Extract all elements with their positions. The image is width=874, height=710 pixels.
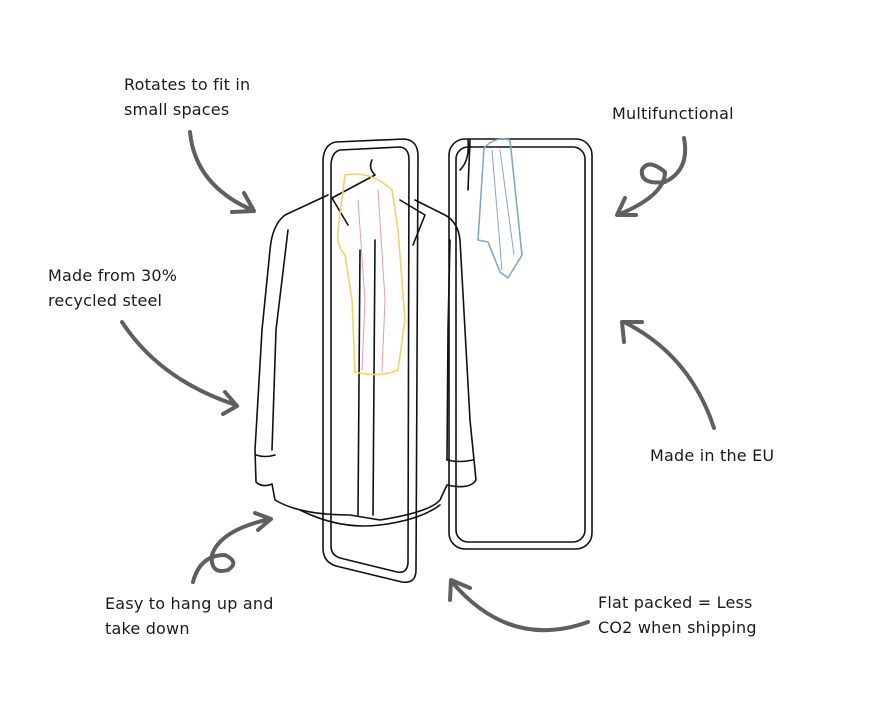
annotation-line: CO2 when shipping xyxy=(598,618,757,637)
annotation-line: take down xyxy=(105,619,190,638)
annotation-line: small spaces xyxy=(124,100,230,119)
shirt xyxy=(254,159,477,527)
arrow-easy-hang xyxy=(191,511,273,584)
right-rack-frame xyxy=(448,138,593,550)
arrow-rotates xyxy=(188,130,256,214)
annotation-line: Made from 30% xyxy=(48,266,178,285)
annotation-rotates: Rotates to fit in small spaces xyxy=(124,72,250,122)
annotation-line: Made in the EU xyxy=(650,446,775,465)
arrow-multifunctional xyxy=(615,136,688,217)
arrow-flat-packed xyxy=(448,578,590,633)
annotation-recycled: Made from 30% recycled steel xyxy=(48,263,177,313)
annotation-line: recycled steel xyxy=(48,291,163,310)
tie xyxy=(459,138,523,279)
left-rack-frame xyxy=(322,138,419,584)
annotation-flat-packed: Flat packed = Less CO2 when shipping xyxy=(598,590,757,640)
annotation-line: Multifunctional xyxy=(612,104,734,123)
annotation-line: Rotates to fit in xyxy=(124,75,251,94)
annotation-easy-hang: Easy to hang up and take down xyxy=(105,591,274,641)
arrow-recycled xyxy=(120,320,239,416)
scarf xyxy=(336,173,406,376)
annotation-line: Flat packed = Less xyxy=(598,593,753,612)
annotation-multifunctional: Multifunctional xyxy=(612,101,734,126)
arrow-made-in-eu xyxy=(620,320,716,430)
annotation-line: Easy to hang up and xyxy=(105,594,274,613)
annotation-made-in-eu: Made in the EU xyxy=(650,443,774,468)
